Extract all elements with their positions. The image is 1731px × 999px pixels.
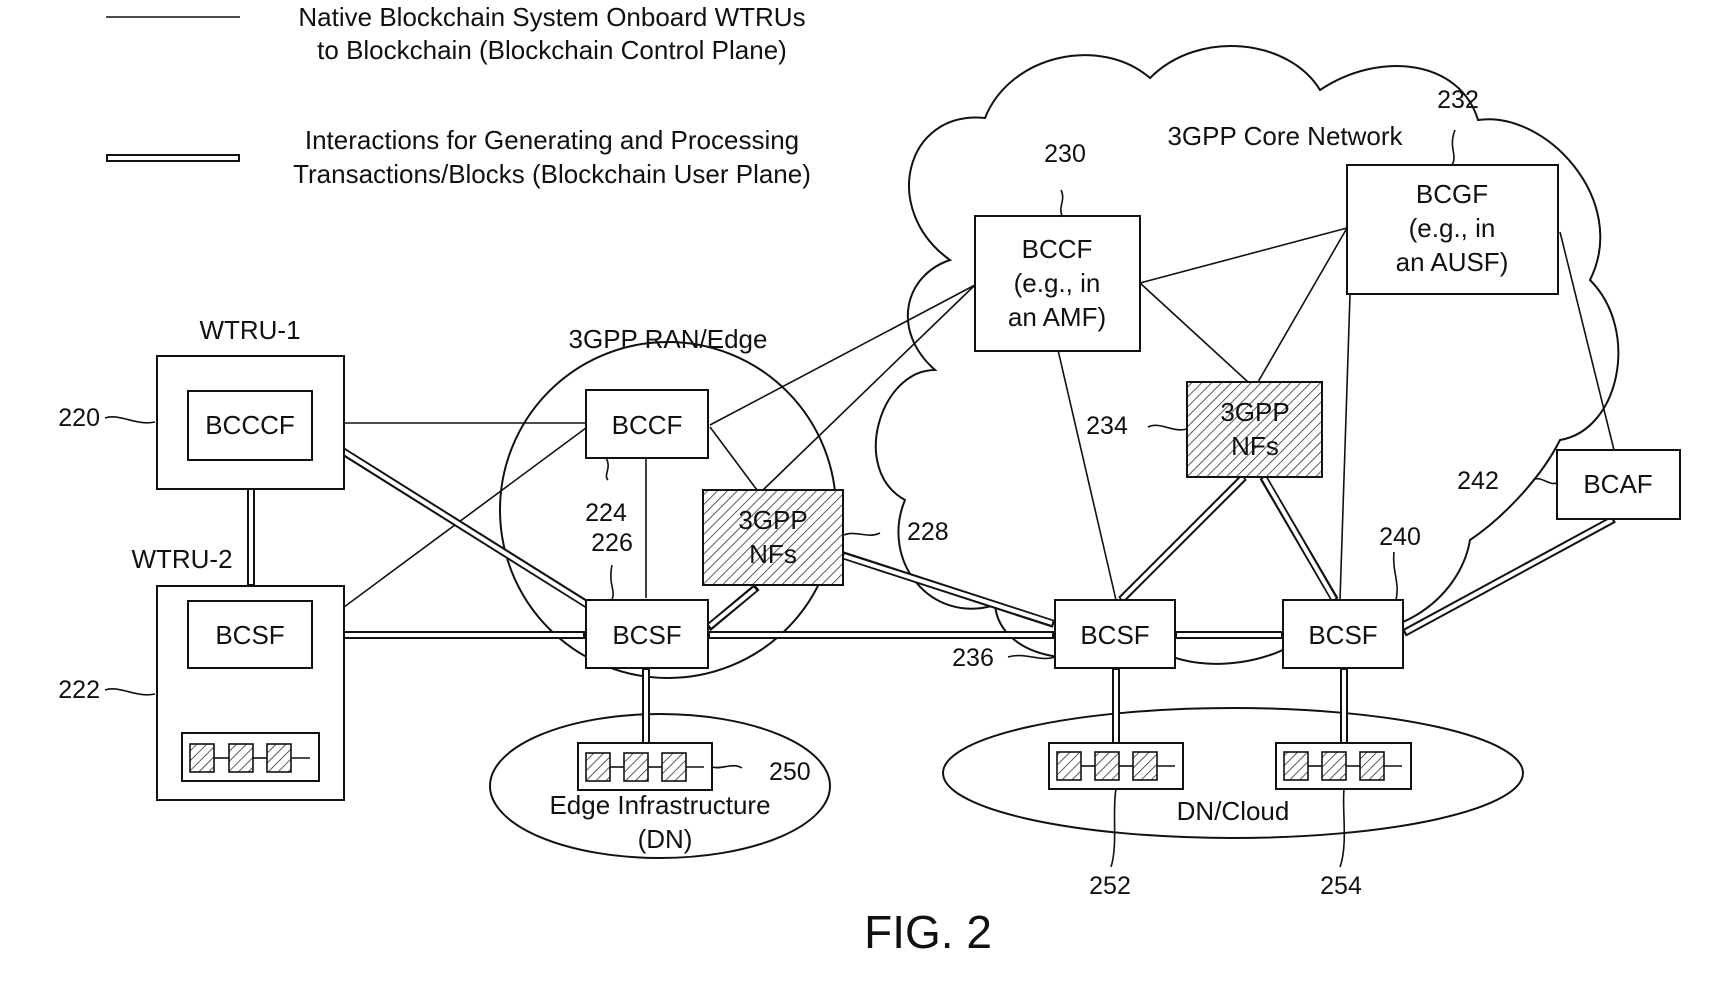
core-bccf-label-3: an AMF) [1008, 302, 1106, 332]
edge-ledger [578, 743, 712, 790]
core-bcsf-236-label: BCSF [1080, 620, 1149, 650]
legend-control-plane-text-1: Native Blockchain System Onboard WTRUs [298, 2, 805, 32]
ref-236: 236 [952, 644, 994, 672]
ref-220: 220 [58, 404, 100, 432]
bcgf-label-1: BCGF [1416, 179, 1488, 209]
edge-infrastructure-label-2: (DN) [638, 824, 693, 854]
ref-234: 234 [1086, 412, 1128, 440]
bcaf-label: BCAF [1583, 469, 1652, 499]
ref-228: 228 [907, 518, 949, 546]
ran-3gpp-nfs-label-2: NFs [749, 539, 797, 569]
wtru2-ledger [182, 733, 319, 781]
legend-user-plane-text-2: Transactions/Blocks (Blockchain User Pla… [293, 159, 811, 189]
ref-226: 226 [591, 529, 633, 557]
ref-254: 254 [1320, 872, 1362, 900]
dn-cloud-ledger-254 [1276, 743, 1411, 789]
ran-edge-label: 3GPP RAN/Edge [569, 324, 768, 354]
wtru2-label: WTRU-2 [131, 544, 232, 574]
figure-label: FIG. 2 [864, 906, 992, 958]
ref-252: 252 [1089, 872, 1131, 900]
ran-bcsf-label: BCSF [612, 620, 681, 650]
core-3gpp-nfs-label-1: 3GPP [1220, 397, 1289, 427]
wtru2-bcsf-label: BCSF [215, 620, 284, 650]
wtru1-label: WTRU-1 [199, 315, 300, 345]
bcccf-label: BCCCF [205, 410, 295, 440]
edge-infrastructure-label-1: Edge Infrastructure [549, 790, 770, 820]
core-bcsf-240-label: BCSF [1308, 620, 1377, 650]
legend-user-plane-text-1: Interactions for Generating and Processi… [305, 125, 799, 155]
ran-bccf-label: BCCF [612, 410, 683, 440]
ref-242: 242 [1457, 467, 1499, 495]
bcgf-label-3: an AUSF) [1396, 247, 1509, 277]
dn-cloud-label: DN/Cloud [1177, 796, 1290, 826]
core-bccf-label-1: BCCF [1022, 234, 1093, 264]
core-bccf-label-2: (e.g., in [1014, 268, 1101, 298]
ran-3gpp-nfs-label-1: 3GPP [738, 505, 807, 535]
core-3gpp-nfs-label-2: NFs [1231, 431, 1279, 461]
dn-cloud-ledger-252 [1049, 743, 1183, 789]
ref-250: 250 [769, 758, 811, 786]
bcgf-label-2: (e.g., in [1409, 213, 1496, 243]
ref-232: 232 [1437, 86, 1479, 114]
ref-230: 230 [1044, 140, 1086, 168]
ref-224: 224 [585, 499, 627, 527]
legend-control-plane-text-2: to Blockchain (Blockchain Control Plane) [317, 35, 787, 65]
ref-222: 222 [58, 676, 100, 704]
core-network-label: 3GPP Core Network [1167, 121, 1403, 151]
ref-240: 240 [1379, 523, 1421, 551]
